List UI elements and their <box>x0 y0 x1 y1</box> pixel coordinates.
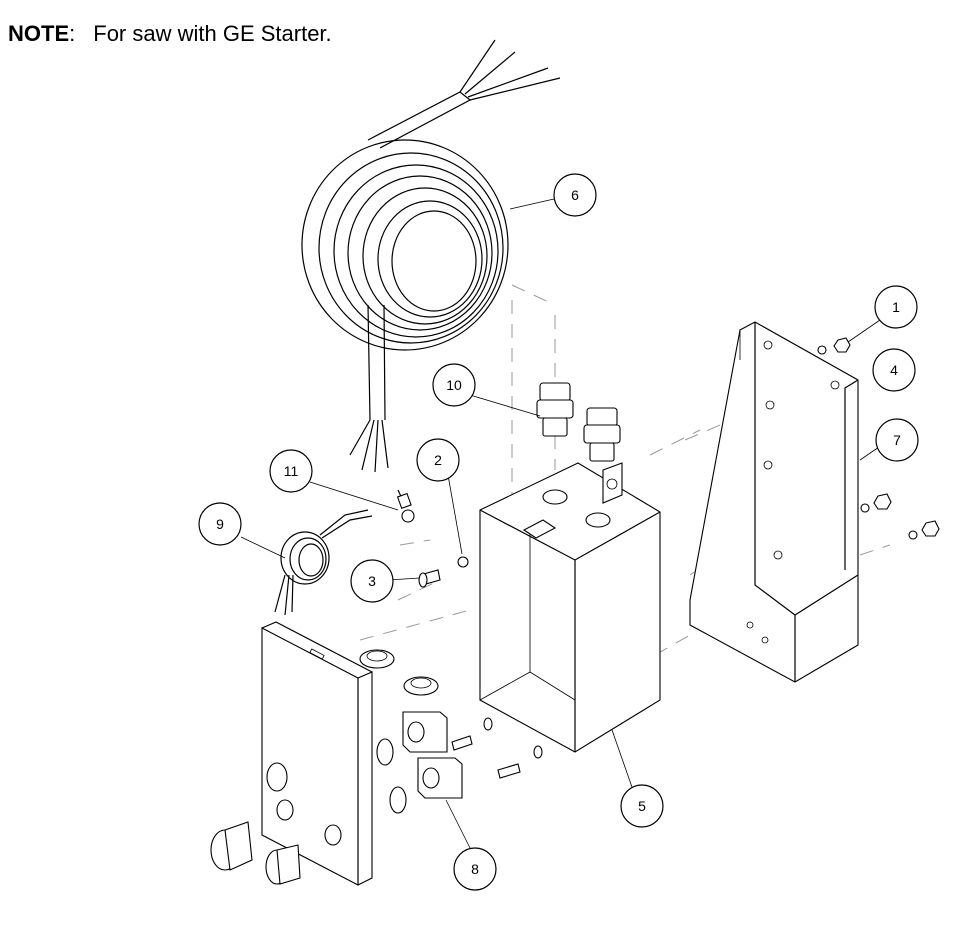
svg-text:11: 11 <box>284 463 299 479</box>
svg-text:10: 10 <box>446 377 462 393</box>
svg-text:2: 2 <box>434 452 442 468</box>
callout-9: 9 <box>198 502 242 546</box>
callout-5: 5 <box>620 784 664 828</box>
callout-6: 6 <box>553 173 597 217</box>
callout-3: 3 <box>350 559 394 603</box>
svg-text:8: 8 <box>471 861 479 877</box>
svg-text:4: 4 <box>890 362 898 378</box>
callout-7: 7 <box>875 418 919 462</box>
note-label: NOTE <box>8 21 70 46</box>
svg-text:5: 5 <box>638 798 646 814</box>
cover-plate <box>210 621 373 886</box>
ring-terminal <box>396 489 415 523</box>
svg-text:9: 9 <box>216 516 224 532</box>
mounting-bracket <box>689 321 859 683</box>
screw-and-washer <box>418 556 469 588</box>
small-coiled-wire <box>274 509 373 616</box>
callout-10: 10 <box>432 363 476 407</box>
svg-text:7: 7 <box>893 432 901 448</box>
electrical-box <box>479 462 661 753</box>
svg-text:6: 6 <box>571 187 579 203</box>
callout-2: 2 <box>416 438 460 482</box>
callout-8: 8 <box>453 847 497 891</box>
svg-text:1: 1 <box>892 299 900 315</box>
coiled-cable <box>301 39 561 473</box>
note-line: NOTE: For saw with GE Starter. <box>8 21 332 47</box>
note-text: For saw with GE Starter. <box>93 21 332 46</box>
callout-4: 4 <box>872 348 916 392</box>
hardware-nuts-washers <box>817 337 940 540</box>
note-colon: : <box>69 21 76 46</box>
callout-11: 11 <box>269 449 313 493</box>
leader-lines <box>240 198 883 853</box>
callout-1: 1 <box>874 285 918 329</box>
svg-text:3: 3 <box>368 573 376 589</box>
conduit-fittings <box>359 649 543 814</box>
cable-gland-pair <box>536 382 621 462</box>
